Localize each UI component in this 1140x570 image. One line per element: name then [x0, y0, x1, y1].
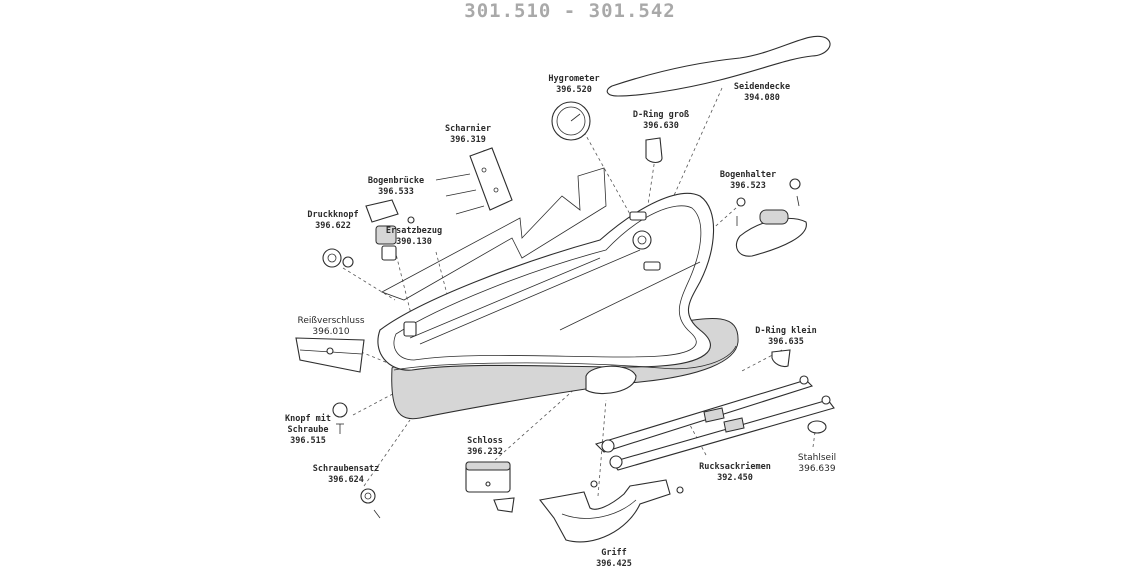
part-name: Scharnier — [444, 124, 492, 134]
press-button-part — [322, 248, 354, 268]
label-ersatzbezug: Ersatzbezug 390.130 — [378, 226, 450, 248]
label-scharnier: Scharnier 396.319 — [436, 124, 500, 146]
label-druckknopf: Druckknopf 396.622 — [298, 210, 368, 232]
violin-case-part — [377, 192, 739, 420]
part-number: 396.515 — [290, 436, 326, 446]
part-name: Druckknopf — [307, 210, 359, 220]
knob-with-screw-part — [332, 402, 348, 434]
label-schloss: Schloss 396.232 — [456, 436, 514, 458]
label-bogenhalter: Bogenhalter 396.523 — [712, 170, 784, 192]
part-name: Griff — [601, 548, 627, 558]
part-name: Bogenhalter — [719, 170, 777, 180]
backpack-straps-part — [594, 375, 835, 471]
part-number: 396.635 — [768, 337, 804, 347]
part-number: 396.319 — [450, 135, 486, 145]
bow-holder-part — [735, 178, 807, 257]
label-reissverschluss: Reißverschluss 396.010 — [290, 316, 372, 338]
part-number: 396.523 — [730, 181, 766, 191]
d-ring-large-part — [645, 137, 663, 164]
spare-cover-part — [381, 167, 607, 301]
label-schraubensatz: Schraubensatz 396.624 — [306, 464, 386, 486]
part-name: Reißverschluss — [297, 316, 365, 326]
hygrometer-part — [551, 101, 591, 141]
part-name: D-Ring klein — [755, 326, 817, 336]
hinge-part — [435, 147, 513, 215]
part-number: 392.450 — [717, 473, 753, 483]
part-number: 394.080 — [744, 93, 780, 103]
steel-cable-part — [807, 420, 827, 434]
part-number: 396.232 — [467, 447, 503, 457]
part-number: 396.010 — [312, 327, 350, 337]
label-bogenbruecke: Bogenbrücke 396.533 — [360, 176, 432, 198]
part-number: 390.130 — [396, 237, 432, 247]
label-griff: Griff 396.425 — [584, 548, 644, 570]
zipper-part — [295, 337, 365, 373]
d-ring-small-part — [771, 349, 791, 368]
part-name: Stahlseil — [797, 453, 837, 463]
label-hygrometer: Hygrometer 396.520 — [540, 74, 608, 96]
diagram-title: 301.510 - 301.542 — [464, 0, 676, 22]
label-stahlseil: Stahlseil 396.639 — [788, 453, 846, 475]
part-name: Schloss — [467, 436, 503, 446]
part-name: Bogenbrücke — [367, 176, 425, 186]
part-name: D-Ring groß — [632, 110, 690, 120]
grip-part — [539, 479, 684, 543]
part-name: Rucksackriemen — [699, 462, 771, 472]
label-knopf-mit-schraube: Knopf mit Schraube 396.515 — [278, 414, 338, 447]
label-rucksackriemen: Rucksackriemen 392.450 — [694, 462, 776, 484]
label-d-ring-klein: D-Ring klein 396.635 — [748, 326, 824, 348]
label-d-ring-gross: D-Ring groß 396.630 — [626, 110, 696, 132]
part-number: 396.425 — [596, 559, 632, 569]
part-number: 396.533 — [378, 187, 414, 197]
part-number: 396.520 — [556, 85, 592, 95]
part-name: Seidendecke — [733, 82, 791, 92]
part-name: Schraubensatz — [312, 464, 380, 474]
part-number: 396.639 — [798, 464, 836, 474]
part-number: 396.622 — [315, 221, 351, 231]
lock-part — [465, 461, 515, 513]
screw-set-part — [360, 488, 381, 519]
part-name-line-1: Knopf mit — [284, 414, 332, 424]
part-number: 396.624 — [328, 475, 364, 485]
silk-cover-part — [606, 35, 831, 97]
part-name: Ersatzbezug — [385, 226, 443, 236]
part-name: Hygrometer — [548, 74, 600, 84]
part-name-line-2: Schraube — [287, 425, 329, 435]
part-number: 396.630 — [643, 121, 679, 131]
label-seidendecke: Seidendecke 394.080 — [724, 82, 800, 104]
bow-bridge-part — [365, 199, 415, 261]
